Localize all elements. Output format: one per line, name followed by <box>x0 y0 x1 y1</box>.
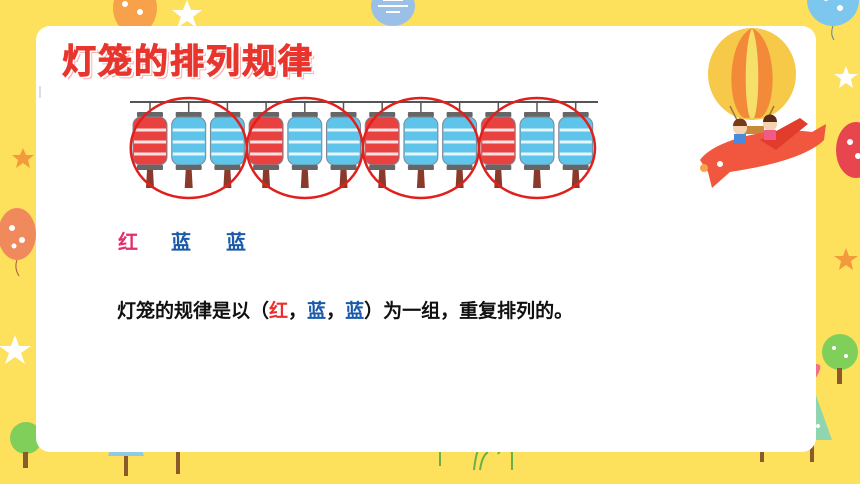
sentence-separator: ， <box>288 300 308 322</box>
tree-icon <box>822 334 858 384</box>
balloon-icon <box>371 0 415 26</box>
tree-icon <box>10 422 42 468</box>
blue-lantern <box>403 102 439 188</box>
sentence-prefix: 灯笼的规律是以（ <box>117 300 270 322</box>
red-lantern <box>132 102 168 188</box>
sentence-suffix: ）为一组，重复排列的。 <box>364 300 574 322</box>
sentence-separator: ， <box>326 300 346 322</box>
legend-blue-2: 蓝 <box>226 230 246 254</box>
blue-lantern <box>326 102 361 188</box>
page-title: 灯笼的排列规律 <box>62 42 314 83</box>
star-icon <box>834 66 858 88</box>
blue-lantern <box>442 102 478 188</box>
balloon-icon <box>807 0 859 41</box>
blue-lantern <box>287 102 323 188</box>
red-lantern <box>248 102 284 188</box>
red-lantern <box>364 102 400 188</box>
star-icon <box>0 335 31 364</box>
star-icon <box>172 0 202 28</box>
sentence-blue-word-2: 蓝 <box>345 300 365 322</box>
blue-lantern <box>171 102 207 188</box>
blue-lantern <box>558 102 594 188</box>
rule-sentence: 灯笼的规律是以（红，蓝，蓝）为一组，重复排列的。 <box>117 296 573 323</box>
sentence-red-word: 红 <box>269 300 289 322</box>
balloon-icon <box>836 122 860 178</box>
blue-lantern <box>519 102 555 188</box>
lantern-row <box>129 96 598 200</box>
star-icon <box>12 148 34 168</box>
star-icon <box>834 248 858 270</box>
legend-red: 红 <box>118 230 138 254</box>
legend-blue-1: 蓝 <box>171 230 191 254</box>
balloon-icon <box>0 208 36 277</box>
sentence-blue-word-1: 蓝 <box>307 300 327 322</box>
blue-lantern <box>209 102 245 188</box>
group-circle <box>477 96 597 200</box>
red-lantern <box>480 102 516 188</box>
